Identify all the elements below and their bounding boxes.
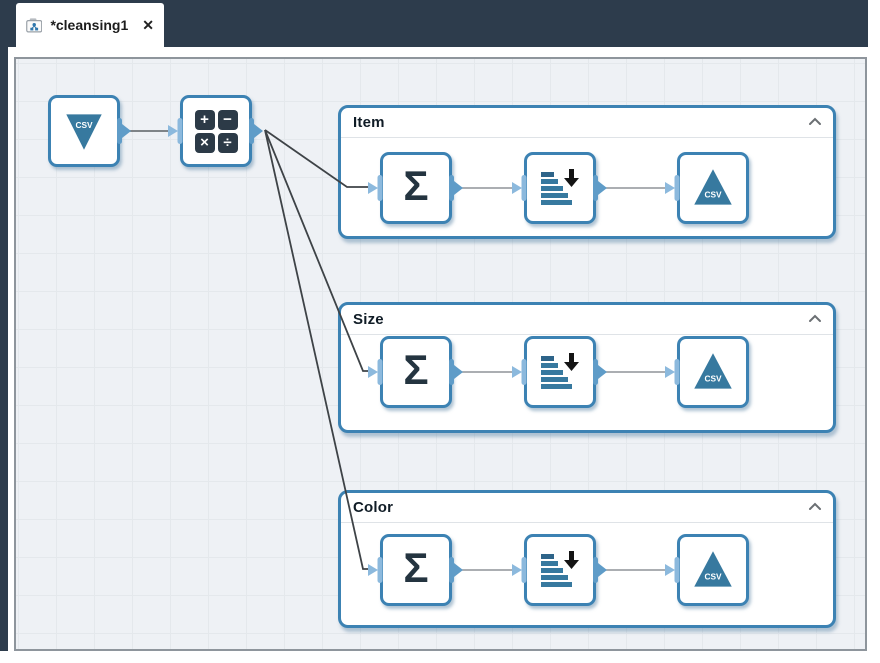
node-color-sort[interactable]	[512, 534, 607, 606]
output-port[interactable]	[593, 557, 608, 583]
csv-import-icon: CSV	[66, 114, 102, 150]
divide-glyph: ÷	[217, 132, 238, 153]
node-calculate[interactable]: + − × ÷	[168, 95, 263, 167]
project-icon	[26, 17, 43, 32]
node-size-aggregate[interactable]: Σ	[368, 336, 463, 408]
output-port[interactable]	[449, 359, 464, 385]
sort-descending-icon	[541, 551, 579, 587]
tab-cleansing1[interactable]: *cleansing1 ✕	[16, 3, 164, 47]
sigma-icon: Σ	[403, 162, 429, 209]
node-item-aggregate[interactable]: Σ	[368, 152, 463, 224]
tab-title: *cleansing1	[50, 17, 129, 33]
input-port[interactable]	[368, 557, 383, 583]
csv-export-icon: CSV	[694, 169, 732, 205]
input-port[interactable]	[368, 175, 383, 201]
sort-descending-icon	[541, 169, 579, 205]
group-color-header[interactable]: Color	[341, 493, 833, 523]
output-port[interactable]	[593, 359, 608, 385]
svg-text:CSV: CSV	[75, 120, 93, 130]
input-port[interactable]	[665, 175, 680, 201]
csv-export-icon: CSV	[694, 353, 732, 389]
sort-descending-icon	[541, 353, 579, 389]
input-port[interactable]	[168, 118, 183, 144]
workflow-canvas[interactable]: Item Size Color	[14, 57, 867, 651]
csv-export-icon: CSV	[694, 551, 732, 587]
sigma-icon: Σ	[403, 346, 429, 393]
chevron-up-icon[interactable]	[807, 116, 823, 128]
sigma-icon: Σ	[403, 544, 429, 591]
input-port[interactable]	[512, 175, 527, 201]
plus-glyph: +	[194, 109, 215, 130]
group-title: Size	[353, 311, 384, 328]
multiply-glyph: ×	[194, 132, 215, 153]
svg-text:CSV: CSV	[704, 189, 722, 199]
node-size-sort[interactable]	[512, 336, 607, 408]
minus-glyph: −	[217, 109, 238, 130]
node-size-export-csv[interactable]: CSV	[665, 336, 749, 408]
node-color-aggregate[interactable]: Σ	[368, 534, 463, 606]
node-color-export-csv[interactable]: CSV	[665, 534, 749, 606]
chevron-up-icon[interactable]	[807, 313, 823, 325]
node-import-csv[interactable]: CSV	[48, 95, 131, 167]
output-port[interactable]	[593, 175, 608, 201]
output-port[interactable]	[449, 175, 464, 201]
input-port[interactable]	[665, 557, 680, 583]
output-port[interactable]	[249, 118, 264, 144]
chevron-up-icon[interactable]	[807, 501, 823, 513]
output-port[interactable]	[449, 557, 464, 583]
left-rail	[0, 47, 8, 651]
calculator-icon: + − × ÷	[194, 109, 238, 153]
group-title: Item	[353, 114, 385, 131]
input-port[interactable]	[665, 359, 680, 385]
svg-text:CSV: CSV	[704, 373, 722, 383]
node-item-sort[interactable]	[512, 152, 607, 224]
input-port[interactable]	[512, 557, 527, 583]
output-port[interactable]	[117, 118, 132, 144]
node-item-export-csv[interactable]: CSV	[665, 152, 749, 224]
svg-text:CSV: CSV	[704, 571, 722, 581]
input-port[interactable]	[368, 359, 383, 385]
tab-close-icon[interactable]: ✕	[142, 17, 154, 33]
input-port[interactable]	[512, 359, 527, 385]
group-item-header[interactable]: Item	[341, 108, 833, 138]
group-title: Color	[353, 499, 394, 516]
group-size-header[interactable]: Size	[341, 305, 833, 335]
